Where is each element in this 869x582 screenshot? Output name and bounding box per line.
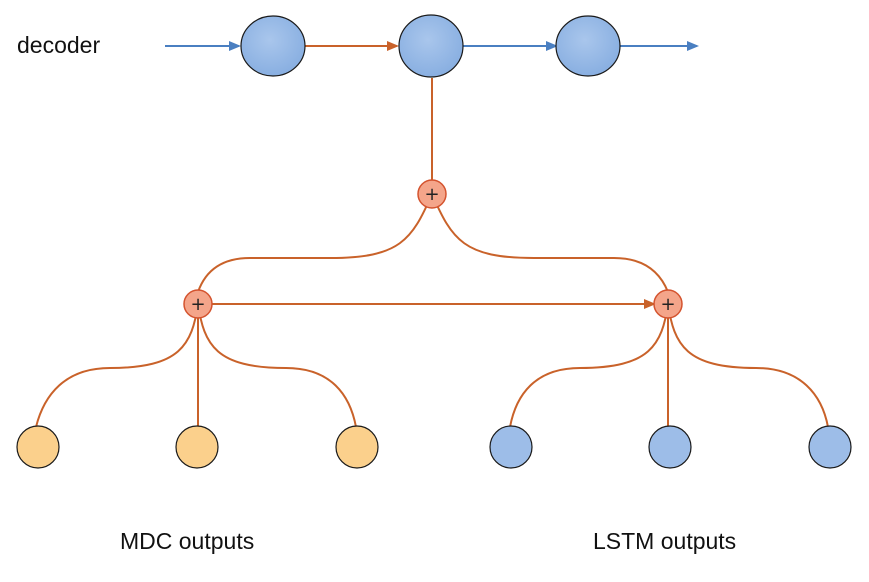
lstm-sum-symbol: + xyxy=(660,294,675,315)
mdc-output-node-2 xyxy=(175,425,219,469)
top-sum-symbol: + xyxy=(424,184,439,205)
lstm-output-3-connector xyxy=(667,303,829,428)
decoder-node-1 xyxy=(240,15,306,77)
top-sum-to-mdc-sum-curve xyxy=(197,193,433,293)
lstm-output-node-2 xyxy=(648,425,692,469)
top-sum-node: + xyxy=(417,179,447,209)
mdc-output-node-1 xyxy=(16,425,60,469)
lstm-output-node-3 xyxy=(808,425,852,469)
mdc-output-node-3 xyxy=(335,425,379,469)
top-sum-to-lstm-sum-curve xyxy=(431,193,669,293)
mdc-outputs-label: MDC outputs xyxy=(120,528,255,554)
lstm-output-1-connector xyxy=(509,303,669,428)
mdc-output-3-connector xyxy=(197,303,357,428)
lstm-sum-node: + xyxy=(653,289,683,319)
decoder-node-3 xyxy=(555,15,621,77)
mdc-sum-symbol: + xyxy=(190,294,205,315)
mdc-sum-node: + xyxy=(183,289,213,319)
lstm-output-node-1 xyxy=(489,425,533,469)
mdc-output-1-connector xyxy=(35,303,199,428)
decoder-node-2 xyxy=(398,14,464,78)
lstm-outputs-label: LSTM outputs xyxy=(593,528,737,554)
decoder-label: decoder xyxy=(17,32,101,58)
